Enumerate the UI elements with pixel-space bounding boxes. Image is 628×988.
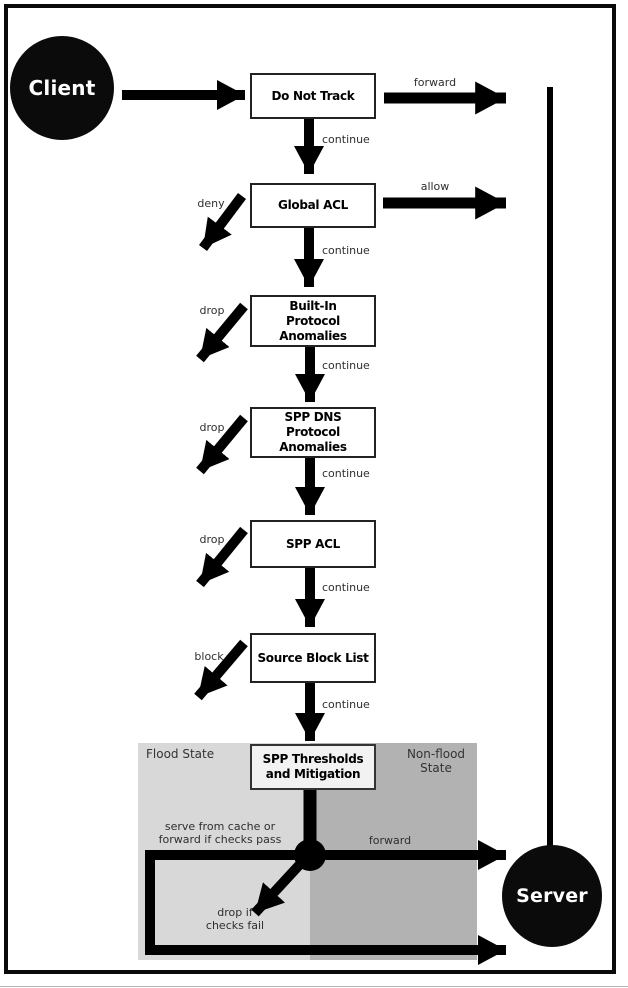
server-node: Server xyxy=(502,845,602,947)
arrow-drop-1 xyxy=(196,302,248,363)
label-forward-bottom: forward xyxy=(368,834,412,847)
label-deny: deny xyxy=(197,197,225,210)
box-do-not-track: Do Not Track xyxy=(250,73,376,119)
label-drop-1: drop xyxy=(199,304,225,317)
arrow-drop-2 xyxy=(196,414,248,475)
label-allow: allow xyxy=(420,180,450,193)
decision-junction-dot xyxy=(294,839,326,871)
label-continue-3: continue xyxy=(322,359,370,372)
label-continue-4: continue xyxy=(322,467,370,480)
label-drop-2: drop xyxy=(199,421,225,434)
arrow-deny xyxy=(199,193,246,251)
label-drop-if-checks-fail: drop if checks fail xyxy=(205,906,265,932)
bottom-edge-line xyxy=(0,986,628,987)
box-source-block-list: Source Block List xyxy=(250,633,376,683)
arrow-serve-from-cache-path xyxy=(145,850,507,965)
label-continue-5: continue xyxy=(322,581,370,594)
box-spp-acl: SPP ACL xyxy=(250,520,376,568)
label-continue-6: continue xyxy=(322,698,370,711)
label-block: block xyxy=(194,650,224,663)
box-spp-thresholds-and-mitigation: SPP Thresholds and Mitigation xyxy=(250,744,376,790)
arrow-drop-3 xyxy=(196,526,248,588)
flood-state-label: Flood State xyxy=(146,747,215,761)
server-label: Server xyxy=(516,885,588,907)
arrow-block xyxy=(194,639,248,701)
non-flood-state-label: Non-flood State xyxy=(406,747,466,775)
box-global-acl: Global ACL xyxy=(250,183,376,228)
label-serve-from-cache: serve from cache or forward if checks pa… xyxy=(158,820,282,846)
client-label: Client xyxy=(28,76,96,100)
arrow-drop-if-checks-fail xyxy=(251,857,307,917)
box-built-in-protocol-anomalies: Built-In Protocol Anomalies xyxy=(250,295,376,347)
label-continue-2: continue xyxy=(322,244,370,257)
label-drop-3: drop xyxy=(199,533,225,546)
label-continue-1: continue xyxy=(322,133,370,146)
client-node: Client xyxy=(10,36,114,140)
box-spp-dns-protocol-anomalies: SPP DNS Protocol Anomalies xyxy=(250,407,376,458)
label-forward-top: forward xyxy=(413,76,457,89)
